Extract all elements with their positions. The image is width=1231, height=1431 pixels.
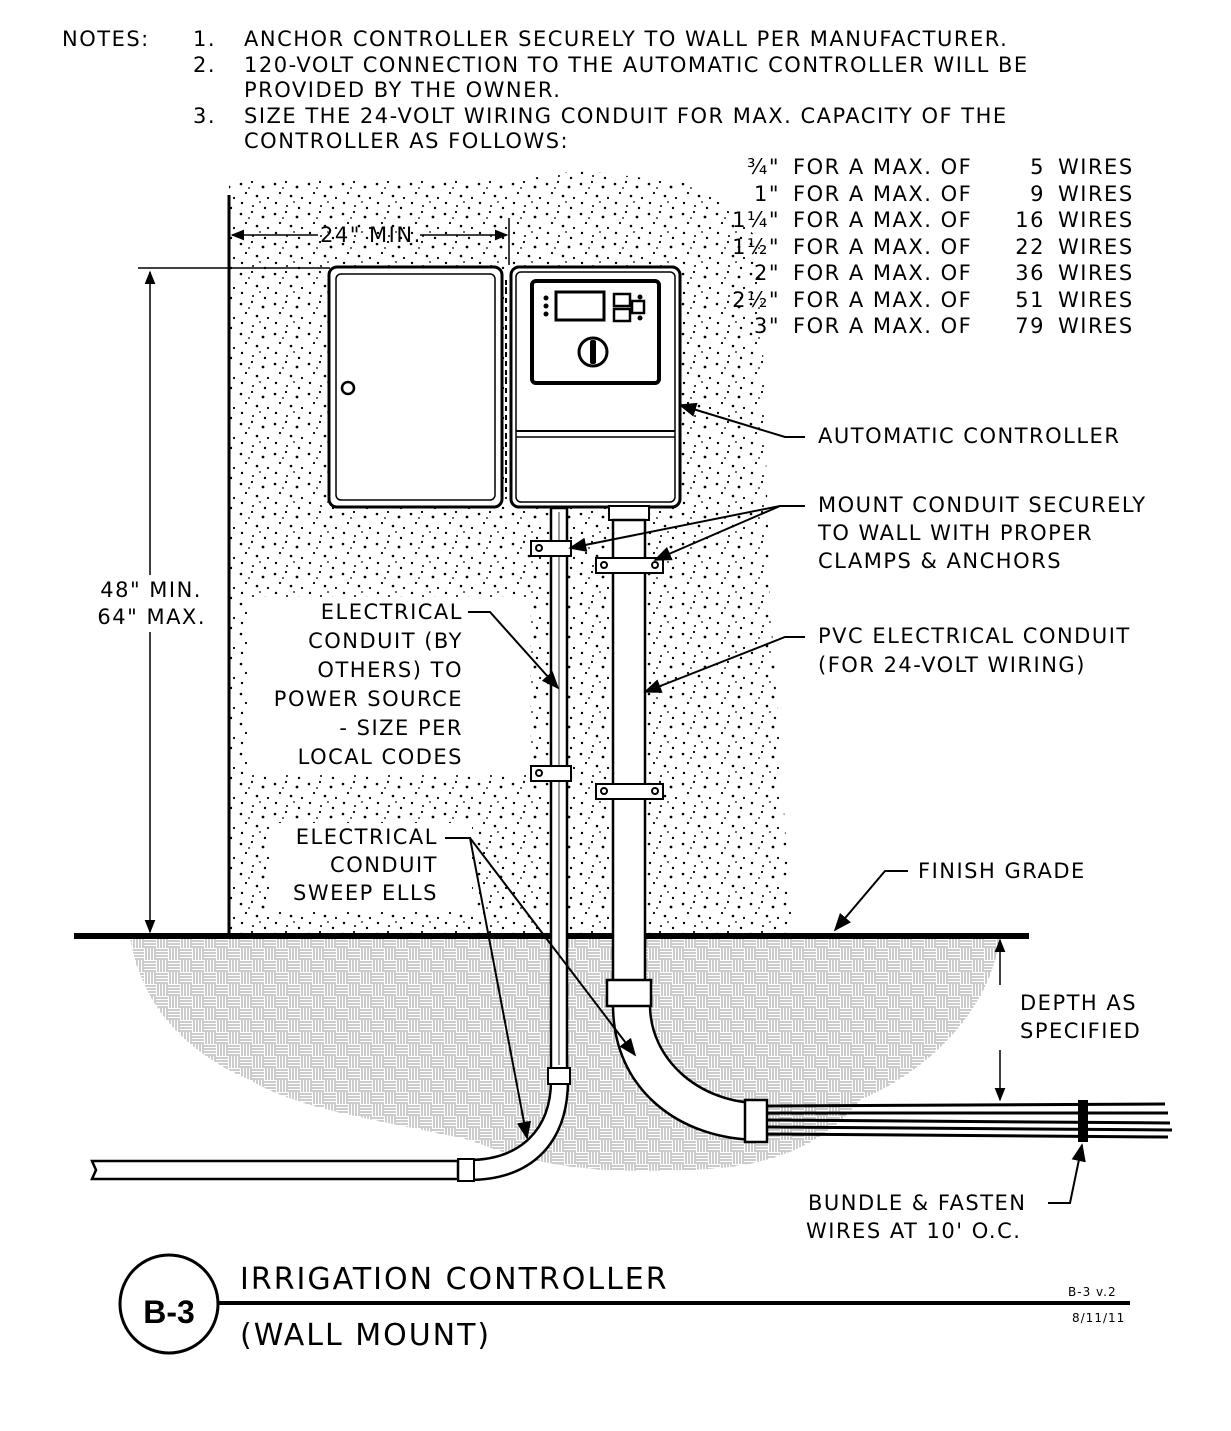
capacity-size: ¾" — [746, 155, 780, 179]
lcd-display — [554, 290, 606, 322]
depth-label-line-2: SPECIFIED — [1020, 1019, 1142, 1043]
finish-grade-callout: FINISH GRADE — [918, 859, 1086, 883]
detail-id: B-3 — [143, 1294, 195, 1330]
depth-label-line-1: DEPTH AS — [1020, 991, 1138, 1015]
capacity-size: 1¼" — [732, 208, 780, 232]
door-latch — [340, 380, 356, 396]
capacity-count: 36 — [1015, 261, 1045, 285]
sweep-ells-callout-line-2: CONDUIT — [330, 853, 438, 877]
pvc-conduit-callout-line-2: (FOR 24-VOLT WIRING) — [818, 653, 1086, 677]
capacity-unit: WIRES — [1058, 155, 1134, 179]
detail-title: IRRIGATION CONTROLLER — [240, 1262, 669, 1297]
capacity-count: 79 — [1015, 314, 1045, 338]
capacity-count: 16 — [1015, 208, 1045, 232]
detail-subtitle: (WALL MOUNT) — [240, 1318, 492, 1353]
conduit-clamps — [530, 540, 664, 800]
date-label: 8/11/11 — [1072, 1311, 1126, 1325]
capacity-size: 3" — [753, 314, 780, 338]
capacity-phrase: FOR A MAX. OF — [793, 261, 973, 285]
capacity-unit: WIRES — [1058, 234, 1134, 259]
electrical-conduit-callout-line-1: ELECTRICAL — [320, 600, 463, 624]
note-3-text-line-2: CONTROLLER AS FOLLOWS: — [244, 129, 570, 153]
capacity-size: 1½" — [732, 234, 780, 259]
electrical-conduit-callout-line-5: - SIZE PER — [339, 716, 463, 740]
capacity-phrase: FOR A MAX. OF — [793, 155, 973, 179]
capacity-phrase: FOR A MAX. OF — [793, 181, 973, 206]
automatic-controller-callout: AUTOMATIC CONTROLLER — [818, 424, 1121, 448]
electrical-conduit-callout-line-2: CONDUIT (BY — [308, 629, 463, 653]
capacity-unit: WIRES — [1058, 181, 1134, 206]
capacity-unit: WIRES — [1058, 261, 1134, 285]
version-label: B-3 v.2 — [1068, 1285, 1117, 1299]
mount-conduit-callout-line-1: MOUNT CONDUIT SECURELY — [818, 493, 1147, 517]
sweep-ells-callout-line-3: SWEEP ELLS — [293, 881, 438, 905]
height-max-label: 64" MAX. — [97, 605, 206, 629]
electrical-conduit-callout-line-4: POWER SOURCE — [273, 687, 463, 711]
electrical-conduit-callout-line-6: LOCAL CODES — [297, 745, 463, 769]
note-2-text-line-2: PROVIDED BY THE OWNER. — [244, 78, 562, 102]
pvc-conduit-callout-line-1: PVC ELECTRICAL CONDUIT — [818, 624, 1131, 648]
bundle-wires-callout-line-2: WIRES AT 10' O.C. — [806, 1219, 1022, 1243]
capacity-phrase: FOR A MAX. OF — [793, 234, 973, 259]
height-min-label: 48" MIN. — [100, 578, 202, 602]
capacity-phrase: FOR A MAX. OF — [793, 287, 973, 312]
note-2-text-line-1: 120-VOLT CONNECTION TO THE AUTOMATIC CON… — [244, 53, 1029, 77]
note-1-number: 1. — [193, 27, 217, 51]
capacity-unit: WIRES — [1058, 287, 1134, 312]
capacity-count: 5 — [1030, 155, 1045, 179]
capacity-phrase: FOR A MAX. OF — [793, 208, 973, 232]
capacity-unit: WIRES — [1058, 314, 1134, 338]
note-3-number: 3. — [193, 104, 217, 128]
capacity-phrase: FOR A MAX. OF — [793, 314, 973, 338]
capacity-count: 51 — [1015, 287, 1045, 312]
capacity-count: 9 — [1030, 181, 1045, 206]
capacity-size: 1" — [753, 181, 780, 206]
electrical-conduit-callout-line-3: OTHERS) TO — [317, 658, 463, 682]
note-2-number: 2. — [193, 53, 217, 77]
width-dimension-label: 24" MIN. — [320, 223, 422, 247]
bundle-wires-callout-line-1: BUNDLE & FASTEN — [808, 1191, 1027, 1215]
capacity-unit: WIRES — [1058, 208, 1134, 232]
pvc-conduit — [611, 518, 647, 987]
mount-conduit-callout-line-2: TO WALL WITH PROPER — [818, 521, 1094, 545]
wire-bundle — [766, 1102, 1173, 1139]
note-1-text: ANCHOR CONTROLLER SECURELY TO WALL PER M… — [244, 27, 1009, 51]
mount-conduit-callout-line-3: CLAMPS & ANCHORS — [818, 549, 1063, 573]
capacity-size: 2" — [753, 261, 780, 285]
notes-heading: NOTES: — [62, 27, 150, 51]
sweep-ells-callout-line-1: ELECTRICAL — [295, 825, 438, 849]
capacity-size: 2½" — [732, 287, 780, 312]
electrical-horizontal-run — [90, 1159, 460, 1181]
controller-door — [327, 265, 504, 509]
capacity-count: 22 — [1015, 234, 1045, 259]
note-3-text-line-1: SIZE THE 24-VOLT WIRING CONDUIT FOR MAX.… — [244, 104, 1008, 128]
